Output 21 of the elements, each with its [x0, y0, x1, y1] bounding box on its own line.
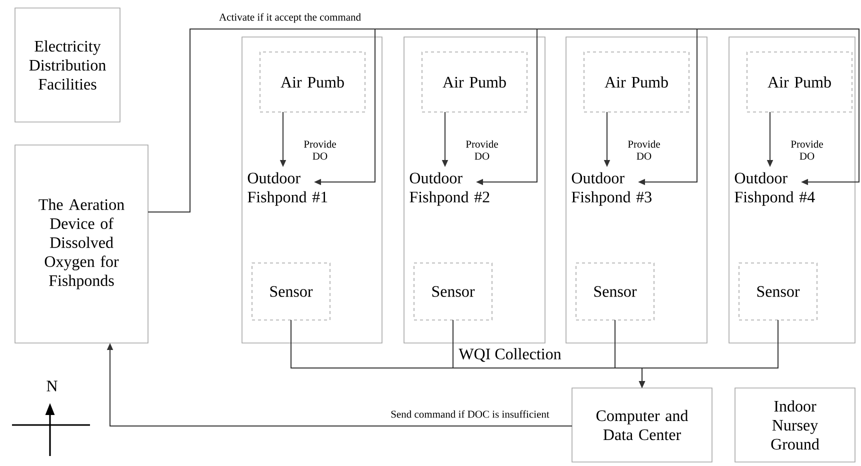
process-box: Computer and Data Center — [572, 388, 712, 462]
pump-box: Air Pumb — [746, 52, 852, 112]
sensor-box: Sensor — [738, 262, 818, 320]
edge-label: Send command if DOC is insufficient — [390, 409, 550, 419]
sensor-box: Sensor — [576, 262, 654, 320]
pump-box: Air Pumb — [422, 52, 528, 112]
process-box: Indoor Nursey Ground — [734, 388, 856, 462]
sensor-box: Sensor — [414, 262, 492, 320]
edge-label: Provide DO — [299, 139, 341, 161]
edge-label: WQI Collection — [458, 347, 562, 363]
arrow — [148, 28, 860, 212]
edge-label: Activate if it accept the command — [218, 12, 362, 24]
edge-label: Provide DO — [623, 139, 665, 161]
compass-letter: N — [46, 380, 58, 392]
sensor-box: Sensor — [252, 262, 330, 320]
pump-box: Air Pumb — [260, 52, 366, 112]
edge-label: Provide DO — [786, 139, 828, 161]
process-box: The Aeration Device of Dissolved Oxygen for Fishponds — [14, 144, 148, 344]
edge-label: Provide DO — [461, 139, 503, 161]
pump-box: Air Pumb — [584, 52, 690, 112]
process-box: Electricity Distribution Facilities — [14, 8, 120, 122]
